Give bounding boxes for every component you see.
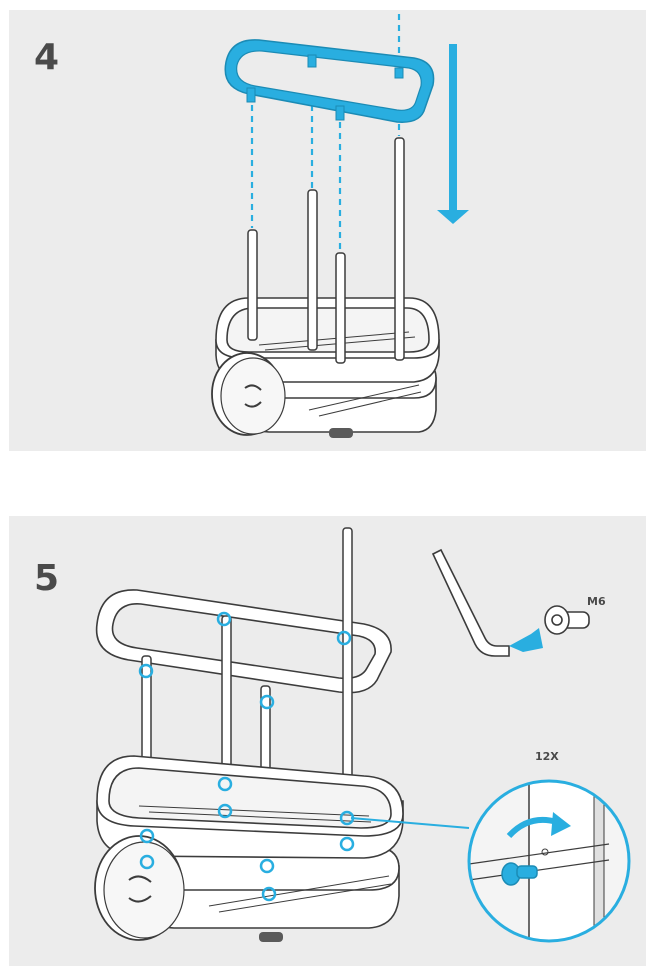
step-number: 5 (34, 558, 60, 599)
down-arrow-icon (437, 44, 469, 224)
step-4-illustration (211, 14, 469, 438)
detail-connector (350, 817, 470, 829)
rotate-arrows-icon (128, 875, 152, 903)
arrow-right-icon (509, 628, 543, 652)
step-5-panel: 5 (9, 516, 646, 966)
cart-base (215, 297, 440, 433)
step-number: 4 (34, 37, 60, 78)
step-4-panel: 4 (9, 10, 646, 451)
wheel (94, 835, 185, 941)
caster-wheel (329, 428, 353, 438)
screw-size-label: M6 (587, 595, 606, 608)
step-5-illustration: M6 12X (94, 527, 631, 943)
wheel (211, 352, 286, 436)
screw-icon (544, 605, 590, 635)
caster-wheel (259, 932, 283, 942)
hex-key-icon (431, 548, 510, 657)
top-frame (224, 39, 435, 123)
screw-hole-markers (138, 611, 355, 902)
poles (247, 137, 405, 364)
detail-zoom (467, 779, 631, 943)
basket-slats (138, 805, 392, 913)
rotate-arrows-icon (244, 384, 262, 408)
screw-icon (501, 862, 538, 886)
top-frame (95, 589, 392, 694)
quantity-label: 12X (535, 750, 559, 763)
